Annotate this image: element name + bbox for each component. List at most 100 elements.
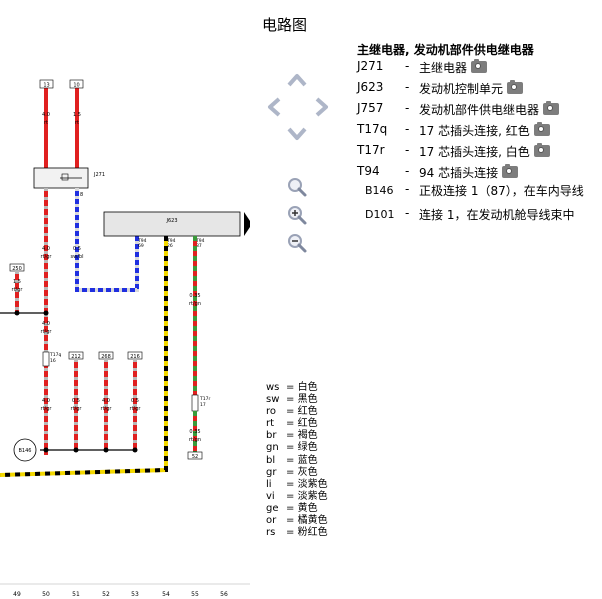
legend-dash: - (405, 164, 410, 178)
color-separator: = (286, 502, 295, 514)
connector-pin: 16 (50, 358, 56, 364)
wire-size-label: 4.0 (102, 398, 110, 404)
magnifier-icon[interactable] (286, 176, 308, 198)
color-code: gn (266, 442, 279, 454)
color-code-row: rs= 粉红色 (266, 527, 328, 539)
color-code: sw (266, 394, 280, 406)
ecu-pin-conn: T94 (195, 238, 205, 244)
color-code-row: gr= 灰色 (266, 467, 328, 479)
legend-desc: 发动机控制单元 (419, 80, 524, 97)
connector-pin: 17 (200, 402, 206, 408)
wire-size-label: 4.0 (42, 246, 50, 252)
color-code: ws (266, 382, 280, 393)
camera-icon[interactable] (533, 122, 550, 136)
fuse-tag-label-2: 10 (73, 83, 79, 89)
color-name: 粉红色 (297, 527, 328, 539)
legend-heading: 主继电器, 发动机部件供电继电器 (357, 43, 534, 57)
color-code-row: ro= 红色 (266, 406, 328, 418)
chevron-right-icon[interactable] (312, 96, 332, 118)
color-name: 褐色 (297, 430, 318, 442)
ecu-j623 (103, 211, 241, 237)
camera-icon[interactable] (471, 59, 488, 73)
legend-dash: - (405, 206, 410, 220)
legend-desc: 主继电器 (419, 59, 488, 76)
left-tag-label: 250 (12, 266, 22, 272)
b146-node (13, 438, 37, 462)
legend-desc-text: 17 芯插头连接, 白色 (419, 145, 530, 159)
wire-color-legend: ws= 白色 sw= 黑色 ro= 红色 rt= 红色 br= 褐色 gn= 绿… (266, 382, 328, 539)
wire-size-label: 0.5 (73, 246, 81, 252)
page-title: 电路图 (262, 16, 308, 34)
color-separator: = (286, 478, 295, 490)
color-separator: = (286, 394, 295, 406)
grid-number: 51 (72, 591, 80, 598)
color-name: 黄色 (297, 502, 318, 514)
color-separator: = (286, 442, 295, 454)
color-code: bl (266, 454, 276, 466)
color-code-row: vi= 淡紫色 (266, 491, 328, 503)
legend-desc: 94 芯插头连接 (419, 164, 519, 181)
color-code: li (266, 478, 272, 490)
color-separator: = (286, 490, 295, 502)
legend-desc: 发动机部件供电继电器 (419, 101, 560, 118)
grid-number: 53 (131, 591, 139, 598)
grid-number: 50 (42, 591, 50, 598)
legend-code: T94 (357, 164, 380, 178)
chevron-down-icon[interactable] (286, 124, 308, 144)
wire-size-label: 4.0 (42, 112, 50, 118)
color-code: rs (266, 527, 276, 539)
legend-dash: - (405, 182, 410, 196)
arrow-right-icon (244, 212, 250, 236)
color-code-row: ge= 黄色 (266, 503, 328, 515)
legend-code: B146 (365, 184, 394, 197)
end-tag-label: 52 (192, 454, 198, 460)
wire-color-label: rt/gn (189, 301, 201, 307)
camera-icon[interactable] (533, 143, 550, 157)
wire-color-label: rt (75, 120, 79, 126)
legend-desc: 正极连接 1（87），在车内导线 (419, 184, 584, 198)
camera-icon[interactable] (507, 80, 524, 94)
zoom-in-icon[interactable] (286, 204, 308, 226)
color-code-row: gn = 绿色 (266, 442, 328, 454)
legend-desc-text: 17 芯插头连接, 红色 (419, 124, 530, 138)
color-code-row: ws= 白色 (266, 382, 328, 394)
color-separator: = (286, 466, 295, 478)
color-code: br (266, 430, 277, 442)
zoom-out-icon[interactable] (286, 232, 308, 254)
wire-color-label: rt/gr (41, 406, 53, 412)
color-name: 淡紫色 (297, 490, 328, 502)
wire-size-label: 0.5 (72, 398, 80, 404)
legend-dash: - (405, 80, 410, 94)
color-name: 红色 (297, 406, 318, 418)
color-name: 淡紫色 (297, 478, 328, 490)
color-code-row: li = 淡紫色 (266, 479, 328, 491)
relay-pin-label: 8 (80, 192, 83, 198)
ecu-pin-number: 26 (167, 243, 173, 249)
wire-color-label: sw/bl (71, 254, 84, 260)
grid-number: 54 (162, 591, 170, 598)
camera-icon[interactable] (502, 164, 519, 178)
legend-dash: - (405, 59, 410, 73)
wire-size-label: 0.35 (189, 293, 200, 299)
wire-size-label: 0.5 (131, 398, 139, 404)
ecu-label: J623 (165, 218, 177, 224)
wire-color-label: rt (44, 120, 48, 126)
ecu-pin-number: 87 (196, 243, 202, 249)
color-code-row: or= 橘黄色 (266, 515, 328, 527)
wire-color-label: rt/gn (189, 437, 201, 443)
chevron-left-icon[interactable] (264, 96, 284, 118)
color-name: 红色 (297, 418, 318, 430)
wire-color-label: rt/gr (41, 329, 53, 335)
legend-dash: - (405, 122, 410, 136)
camera-icon[interactable] (543, 101, 560, 115)
chevron-up-icon[interactable] (286, 70, 308, 90)
legend-code: J623 (357, 80, 384, 94)
wire-size-label: 4.0 (42, 398, 50, 404)
relay-label: J271 (93, 172, 105, 178)
legend-dash: - (405, 101, 410, 115)
legend-desc: 17 芯插头连接, 红色 (419, 122, 550, 139)
ecu-pin-conn: T94 (137, 238, 147, 244)
color-name: 绿色 (297, 442, 318, 454)
legend-desc-text: 发动机控制单元 (419, 82, 504, 96)
legend-item-b146: B146 - 正极连接 1（87），在车内导线 (357, 182, 602, 202)
